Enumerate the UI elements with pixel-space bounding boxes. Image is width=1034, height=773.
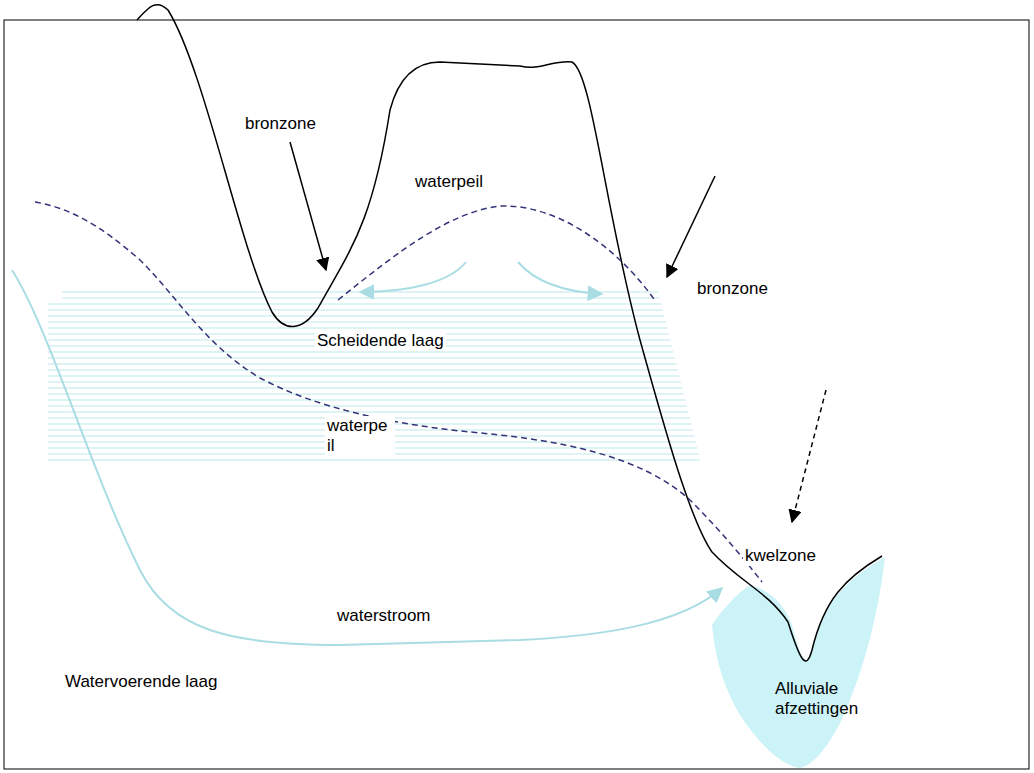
hatch-line	[48, 405, 687, 406]
hatch-line	[48, 357, 675, 358]
flow-arrow	[360, 262, 466, 292]
region-label: Alluviale afzettingen	[773, 679, 877, 719]
hatch-line	[48, 363, 677, 364]
region-label: waterpeil	[413, 172, 485, 192]
water-table	[35, 202, 762, 582]
hatch-line	[48, 375, 680, 376]
hatch-line	[48, 369, 678, 370]
hatch-line	[48, 309, 663, 310]
water-flow	[12, 270, 722, 645]
region-label: waterstroom	[335, 606, 433, 626]
hatch-line	[48, 303, 662, 304]
hatch-line	[48, 351, 674, 352]
hatch-line	[48, 399, 686, 400]
flow-arrow	[518, 262, 602, 294]
alluvial-deposit	[712, 557, 885, 768]
leader-arrow	[792, 390, 826, 522]
hatch-line	[48, 327, 668, 328]
region-label: bronzone	[243, 114, 318, 134]
hatch-line	[48, 315, 665, 316]
water-table	[338, 206, 656, 302]
hatch-line	[48, 459, 700, 460]
region-label: kwelzone	[743, 546, 818, 566]
region-label: waterpe il	[325, 416, 395, 456]
separating-layer	[48, 292, 700, 460]
hatch-line	[48, 387, 683, 388]
hatch-line	[48, 411, 689, 412]
terrain-profile	[137, 5, 882, 661]
region-label: bronzone	[695, 279, 770, 299]
leader-arrow	[667, 176, 715, 277]
hatch-line	[48, 393, 684, 394]
leader-arrow	[290, 142, 326, 270]
hatch-line	[48, 381, 681, 382]
region-label: Watervoerende laag	[63, 672, 219, 692]
frame	[4, 20, 1029, 769]
region-label: Scheidende laag	[315, 331, 446, 351]
hatch-line	[62, 297, 660, 298]
hatch-line	[48, 321, 666, 322]
